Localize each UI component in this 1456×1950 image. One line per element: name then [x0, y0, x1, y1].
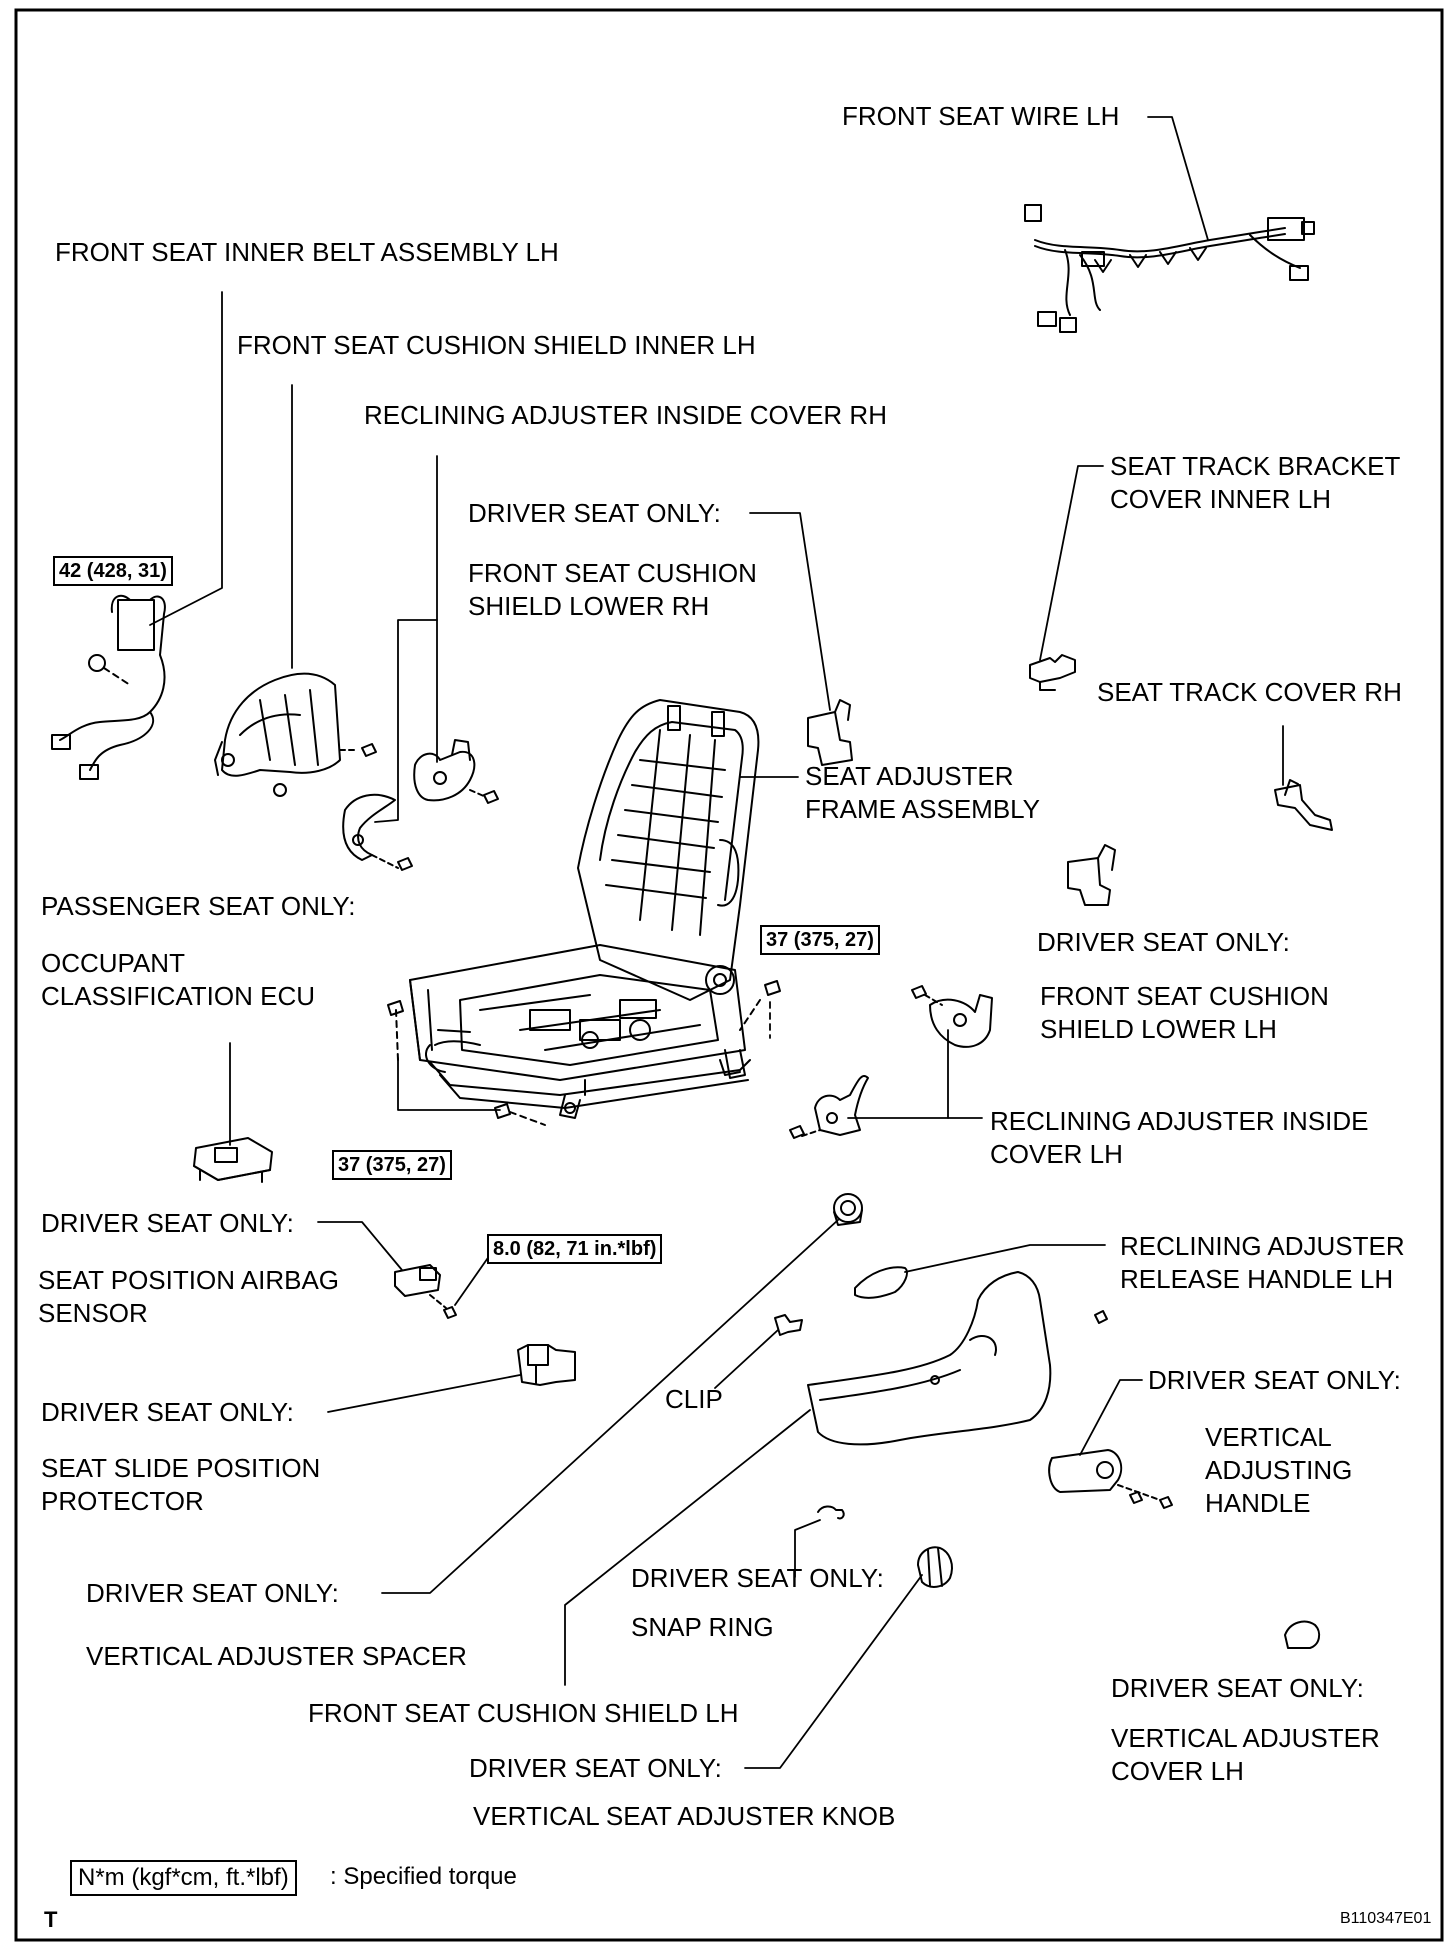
label-inner-belt-assembly: FRONT SEAT INNER BELT ASSEMBLY LH	[55, 237, 559, 267]
label-seat-track-bracket-cover-1: SEAT TRACK BRACKET	[1110, 451, 1401, 481]
label-cushion-shield-lower-lh-2: SHIELD LOWER LH	[1040, 1014, 1277, 1044]
seat-track-cover-rh-part	[1274, 779, 1333, 831]
label-clip: CLIP	[665, 1384, 723, 1414]
label-release-handle-lh-2: RELEASE HANDLE LH	[1120, 1264, 1394, 1294]
label-passenger-seat-only: PASSENGER SEAT ONLY:	[41, 891, 356, 921]
legend-specified-torque: : Specified torque	[330, 1863, 517, 1890]
front-seat-cushion-shield-lower-rh-bracket	[807, 699, 853, 766]
label-cushion-shield-lower-rh-2: SHIELD LOWER RH	[468, 591, 710, 621]
label-cushion-shield-lower-lh-1: FRONT SEAT CUSHION	[1040, 981, 1329, 1011]
torque-frame-right: 37 (375, 27)	[760, 925, 880, 955]
reclining-cover-lh-part	[789, 1075, 869, 1139]
snap-ring-part	[817, 1505, 845, 1520]
label-occupant-classification-ecu-2: CLASSIFICATION ECU	[41, 981, 316, 1011]
seat-track-bracket-cover-part	[1029, 654, 1076, 691]
vertical-adjuster-spacer-part	[833, 1193, 863, 1226]
label-seat-slide-protector-2: PROTECTOR	[41, 1486, 204, 1516]
torque-frame-left: 37 (375, 27)	[332, 1150, 452, 1180]
label-release-handle-lh-1: RECLINING ADJUSTER	[1120, 1231, 1405, 1261]
diagram-border	[14, 8, 1444, 1942]
label-seat-adjuster-frame-1: SEAT ADJUSTER	[805, 761, 1014, 791]
vertical-adjuster-cover-lh-part	[1284, 1620, 1321, 1649]
label-front-seat-wire-lh: FRONT SEAT WIRE LH	[842, 101, 1120, 131]
label-driver-seat-only-3: DRIVER SEAT ONLY:	[41, 1208, 294, 1238]
reclining-cover-rh-part	[413, 739, 499, 804]
seat-position-airbag-sensor-part	[394, 1264, 457, 1319]
label-cushion-shield-lower-rh-1: FRONT SEAT CUSHION	[468, 558, 757, 588]
label-driver-seat-only-7: DRIVER SEAT ONLY:	[631, 1563, 884, 1593]
release-handle-lh-part	[854, 1266, 908, 1299]
corner-letter: T	[44, 1907, 58, 1932]
legend-torque-unit: N*m (kgf*cm, ft.*lbf)	[70, 1860, 297, 1896]
cushion-shield-inner-lh-part	[214, 672, 377, 797]
label-seat-adjuster-frame-2: FRAME ASSEMBLY	[805, 794, 1041, 824]
leader-lines	[149, 116, 1284, 1769]
clip-part	[774, 1314, 803, 1336]
cushion-shield-lower-lh-part	[911, 985, 993, 1048]
inner-belt-assembly-part	[51, 594, 166, 780]
front-seat-cushion-shield-lh-part	[807, 1271, 1108, 1446]
label-seat-track-cover-rh: SEAT TRACK COVER RH	[1097, 677, 1402, 707]
label-reclining-cover-lh-2: COVER LH	[990, 1139, 1123, 1169]
label-vertical-adjusting-handle-1: VERTICAL	[1205, 1422, 1332, 1452]
label-driver-seat-only-2: DRIVER SEAT ONLY:	[1037, 927, 1290, 957]
label-seat-position-airbag-sensor-2: SENSOR	[38, 1298, 148, 1328]
label-vertical-adjusting-handle-2: ADJUSTING	[1205, 1455, 1353, 1485]
label-driver-seat-only-6: DRIVER SEAT ONLY:	[86, 1578, 339, 1608]
vertical-adjusting-handle-part	[1048, 1449, 1173, 1509]
torque-sensor: 8.0 (82, 71 in.*lbf)	[487, 1234, 663, 1264]
label-cushion-shield-inner: FRONT SEAT CUSHION SHIELD INNER LH	[237, 330, 756, 360]
occupant-classification-ecu-part	[193, 1137, 273, 1183]
seat-slide-position-protector-part	[517, 1344, 576, 1386]
seat-adjuster-frame-part	[387, 699, 781, 1126]
label-driver-seat-only-1: DRIVER SEAT ONLY:	[468, 498, 721, 528]
figure-id: B110347E01	[1340, 1910, 1432, 1927]
label-vertical-adjuster-cover-lh-2: COVER LH	[1111, 1756, 1244, 1786]
label-seat-position-airbag-sensor-1: SEAT POSITION AIRBAG	[38, 1265, 340, 1295]
label-snap-ring: SNAP RING	[631, 1612, 774, 1642]
front-seat-wire-lh-part	[1024, 204, 1315, 333]
vertical-seat-adjuster-knob-part	[917, 1546, 953, 1588]
label-driver-seat-only-8: DRIVER SEAT ONLY:	[1111, 1673, 1364, 1703]
label-seat-slide-protector-1: SEAT SLIDE POSITION	[41, 1453, 321, 1483]
label-vertical-seat-adjuster-knob: VERTICAL SEAT ADJUSTER KNOB	[473, 1801, 896, 1831]
label-driver-seat-only-9: DRIVER SEAT ONLY:	[469, 1753, 722, 1783]
label-reclining-cover-rh: RECLINING ADJUSTER INSIDE COVER RH	[364, 400, 887, 430]
cushion-shield-lower-rh-part	[342, 793, 413, 871]
label-occupant-classification-ecu-1: OCCUPANT	[41, 948, 185, 978]
label-vertical-adjusting-handle-3: HANDLE	[1205, 1488, 1311, 1518]
label-vertical-adjuster-spacer: VERTICAL ADJUSTER SPACER	[86, 1641, 467, 1671]
torque-belt: 42 (428, 31)	[53, 556, 173, 586]
label-reclining-cover-lh-1: RECLINING ADJUSTER INSIDE	[990, 1106, 1369, 1136]
label-vertical-adjuster-cover-lh-1: VERTICAL ADJUSTER	[1111, 1723, 1380, 1753]
label-front-seat-cushion-shield-lh: FRONT SEAT CUSHION SHIELD LH	[308, 1698, 739, 1728]
front-seat-cushion-shield-lower-lh-bracket	[1067, 844, 1116, 906]
label-driver-seat-only-5: DRIVER SEAT ONLY:	[1148, 1365, 1401, 1395]
label-driver-seat-only-4: DRIVER SEAT ONLY:	[41, 1397, 294, 1427]
label-seat-track-bracket-cover-2: COVER INNER LH	[1110, 484, 1332, 514]
